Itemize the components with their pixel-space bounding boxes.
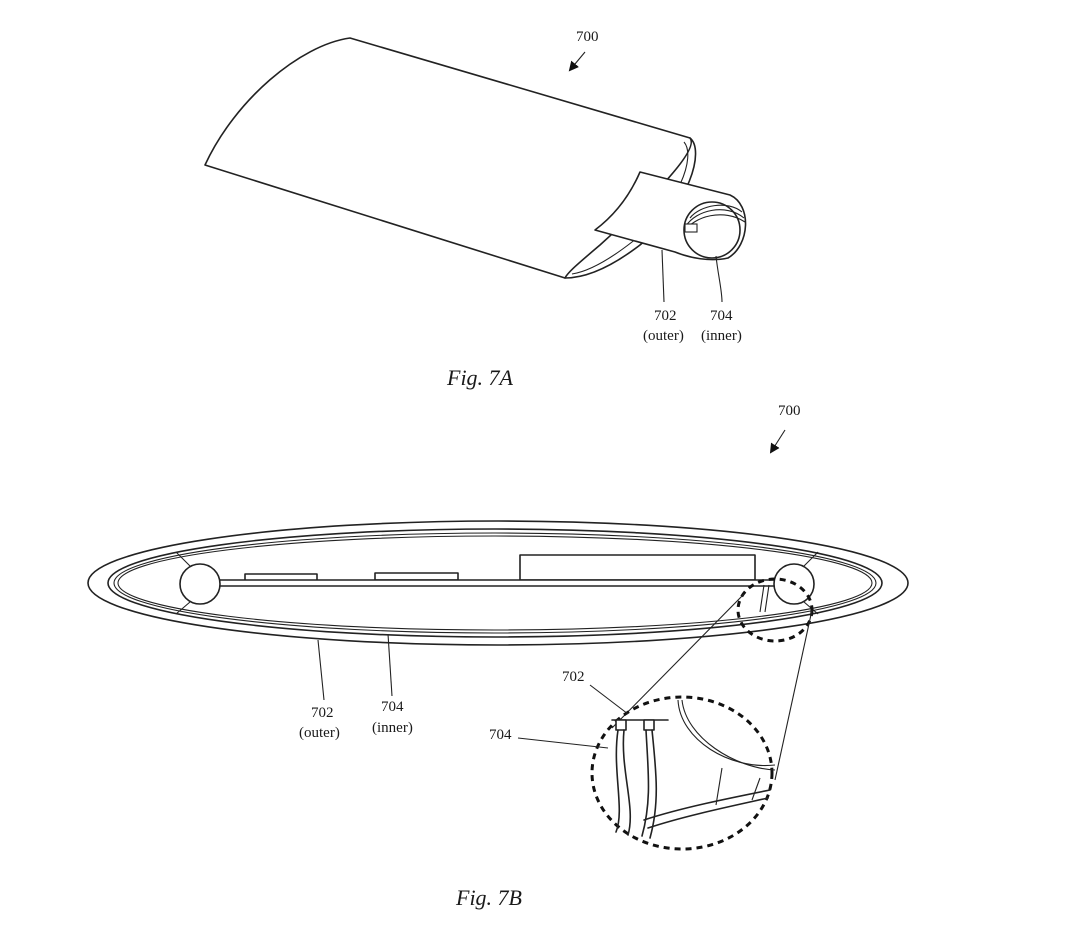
fig-7a-caption: Fig. 7A	[446, 365, 514, 390]
fig-7b-label-outer: (outer)	[299, 725, 340, 741]
inner-tube-end	[683, 201, 741, 259]
fig-7b-ref-704: 704	[381, 699, 404, 715]
outer-sleeve-7a	[204, 37, 693, 279]
fig-7a-label-inner: (inner)	[701, 328, 742, 344]
fig-7a-illustration	[204, 37, 747, 303]
fig-7a-ref-702: 702	[654, 308, 677, 324]
outer-ellipse-7b	[87, 520, 909, 646]
fig-7b-ref-702: 702	[311, 705, 334, 721]
fig-7a-ref-700: 700	[576, 29, 599, 45]
fig-7a-label-outer: (outer)	[643, 328, 684, 344]
fig-7b-detail-ref-702: 702	[562, 669, 585, 685]
fig-7b-ref-700: 700	[778, 403, 801, 419]
outer-sleeve-rim	[564, 137, 697, 279]
fig-7b-detail-ref-704: 704	[489, 727, 512, 743]
fig-7b-illustration	[87, 429, 909, 851]
detail-callout-large	[590, 695, 774, 851]
detail-contents	[611, 699, 776, 839]
fig-7a-ref-704: 704	[710, 308, 733, 324]
fig-7b-caption: Fig. 7B	[455, 885, 522, 910]
board-component	[519, 554, 756, 581]
fig-7b-label-inner: (inner)	[372, 720, 413, 736]
left-roller	[179, 563, 221, 605]
inner-ellipse-7b	[107, 528, 883, 638]
